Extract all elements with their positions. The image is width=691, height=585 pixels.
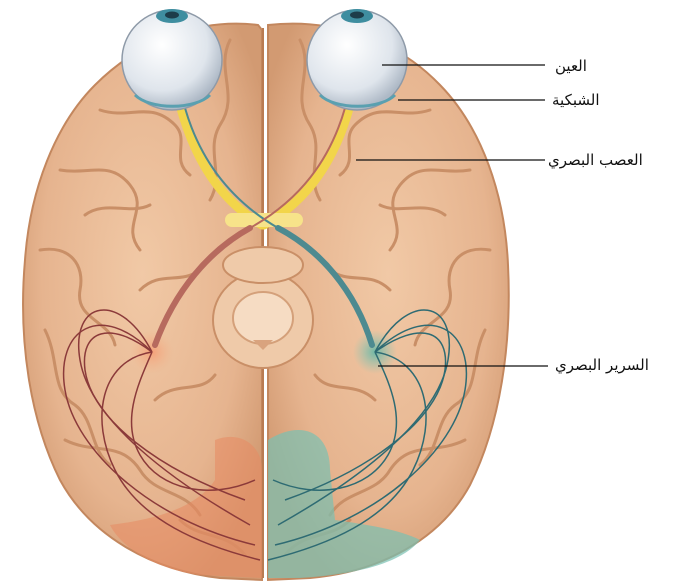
brainstem xyxy=(213,247,313,368)
label-lateral-geniculate: السرير البصري xyxy=(555,356,649,374)
brain xyxy=(23,24,509,580)
label-eye: العين xyxy=(555,57,587,75)
label-retina: الشبكية xyxy=(552,91,600,109)
label-optic-nerve: العصب البصري xyxy=(548,151,643,169)
right-eye xyxy=(307,9,407,110)
left-eye xyxy=(122,9,222,110)
